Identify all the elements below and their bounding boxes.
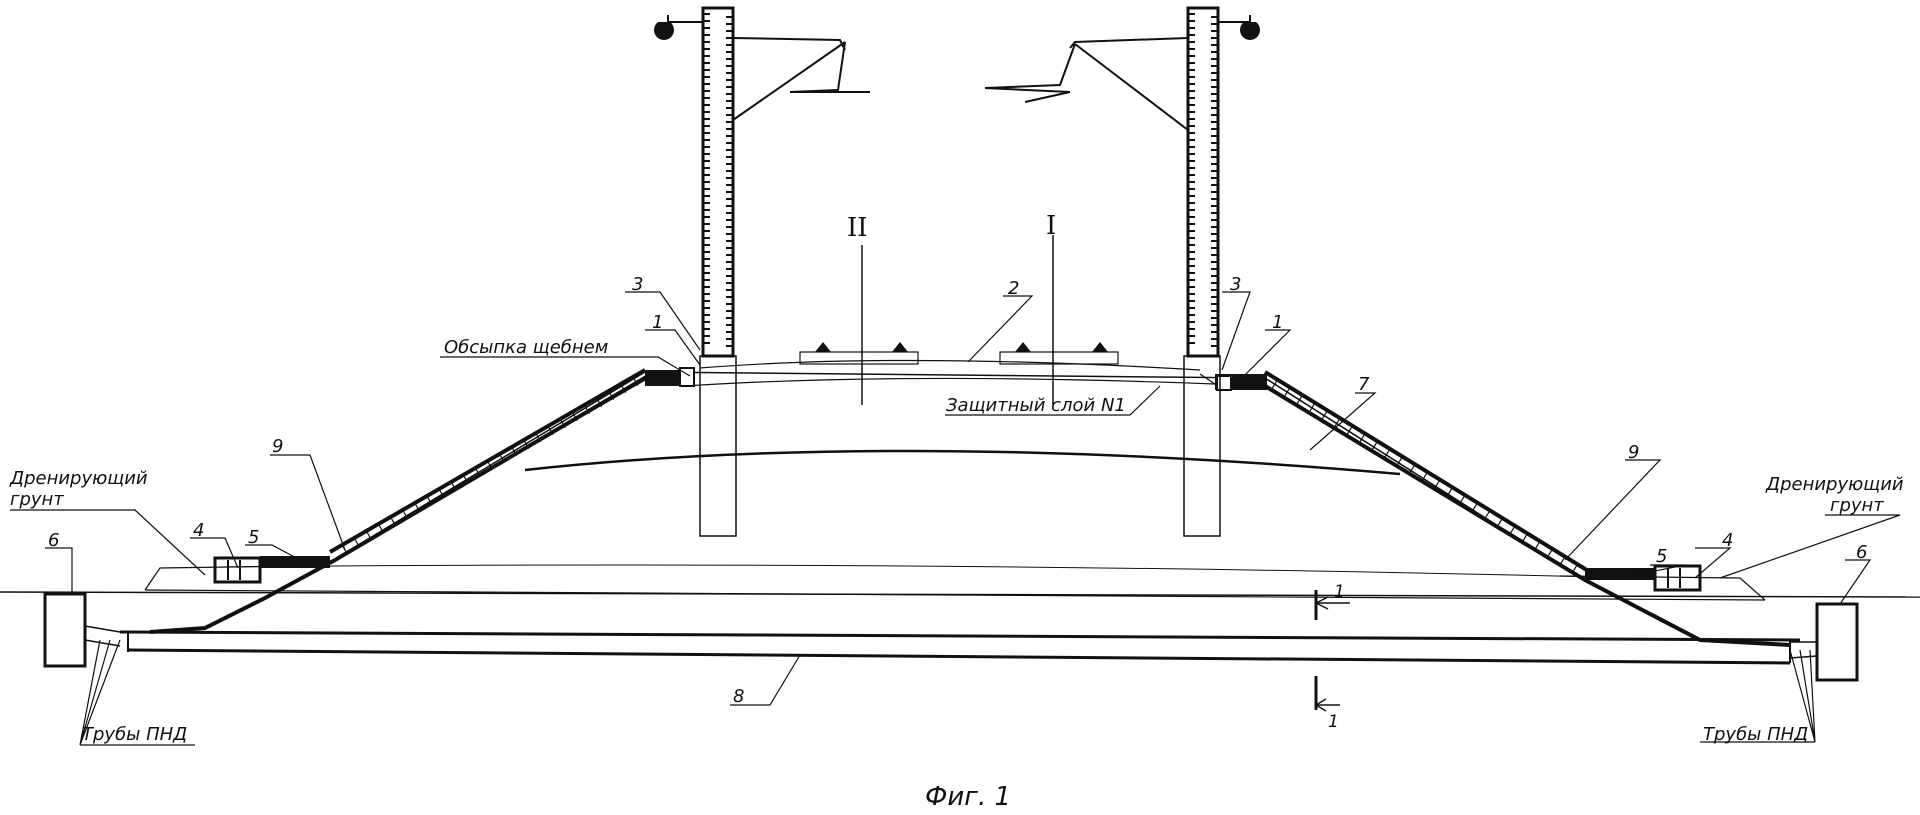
ref-6-left: 6	[48, 530, 59, 551]
ref-7: 7	[1358, 374, 1370, 395]
figure-caption: Фиг. 1	[925, 782, 1011, 812]
geotextile-left	[149, 370, 657, 634]
track-I-label: I	[1046, 211, 1056, 241]
slope-protection-right	[1257, 370, 1592, 577]
protective-layer-profile	[683, 359, 1218, 387]
catenary-mast-right	[984, 6, 1260, 537]
ref-5-right: 5	[1656, 546, 1667, 567]
hatch-mark	[1321, 410, 1329, 420]
hatch-mark	[1434, 479, 1441, 489]
hatch-mark	[1371, 440, 1379, 451]
section-mark-top: 1	[1314, 582, 1350, 620]
hatch-mark	[1334, 417, 1341, 427]
ref-2: 2	[1008, 278, 1019, 299]
hdpe-pipes-label-left: Трубы ПНД	[82, 724, 187, 745]
ref-8: 8	[733, 686, 744, 707]
protective-layer-label: Защитный слой N1	[946, 395, 1126, 416]
track-II-rails	[799, 342, 919, 365]
ditch-left	[43, 592, 121, 668]
leader-lines	[10, 291, 1901, 746]
hatch-mark	[1409, 463, 1416, 474]
ref-1-left: 1	[652, 312, 663, 333]
ref-9-right: 9	[1628, 442, 1639, 463]
drain-soil-label-right-1: Дренирующий	[1765, 474, 1904, 495]
berm-right	[1585, 564, 1702, 592]
hatch-mark	[1346, 425, 1354, 435]
drain-soil-label-left-2: грунт	[10, 489, 64, 510]
ref-4-left: 4	[193, 520, 204, 541]
hatch-mark	[1459, 494, 1466, 504]
drain-soil-label-left-1: Дренирующий	[9, 468, 148, 489]
ref-6-right: 6	[1856, 542, 1867, 563]
crest-right-elements	[1215, 374, 1267, 391]
hdpe-pipes-label-right: Трубы ПНД	[1703, 724, 1808, 745]
section-mark-bottom: 1	[1314, 676, 1340, 732]
ref-4-right: 4	[1722, 530, 1733, 551]
filter-strip-8	[119, 630, 1801, 665]
hatch-mark	[1421, 471, 1429, 481]
ref-9-left: 9	[272, 436, 283, 457]
svg-text:1: 1	[1328, 712, 1339, 732]
berm-left	[213, 556, 330, 584]
ref-3-right: 3	[1230, 274, 1241, 295]
svg-text:1: 1	[1334, 582, 1345, 602]
hatch-mark	[1384, 448, 1391, 458]
ditch-right	[1789, 602, 1859, 682]
ballast-fill-label: Обсыпка щебнем	[444, 337, 608, 358]
embankment-body	[329, 371, 1581, 579]
track-II-label: II	[847, 213, 868, 243]
hatch-mark	[1284, 387, 1291, 397]
hatch-mark	[1271, 379, 1279, 389]
ref-5-left: 5	[248, 527, 259, 548]
hatch-mark	[1309, 402, 1316, 412]
track-I-rails	[999, 342, 1119, 365]
crest-left-elements	[645, 367, 695, 387]
drain-layer	[144, 564, 1766, 601]
drain-soil-label-right-2: грунт	[1830, 495, 1884, 516]
hatch-mark	[1446, 487, 1454, 497]
geotextile-right	[1253, 378, 1791, 647]
catenary-mast-left	[654, 6, 870, 537]
hatch-mark	[1396, 456, 1404, 466]
ref-1-right: 1	[1272, 312, 1283, 333]
ref-3-left: 3	[632, 274, 643, 295]
hatch-mark	[1359, 433, 1366, 443]
hatch-mark	[1296, 394, 1304, 404]
